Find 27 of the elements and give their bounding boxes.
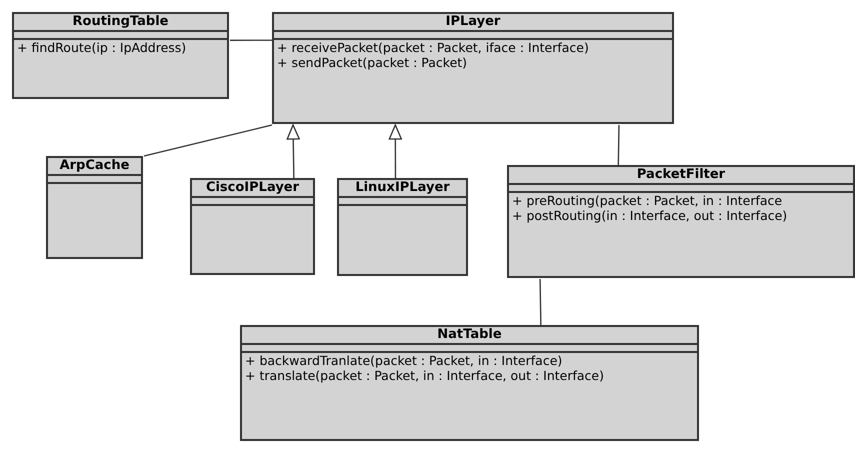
class-name: IPLayer bbox=[446, 14, 500, 30]
class-name: LinuxIPLayer bbox=[355, 180, 450, 196]
association-line bbox=[230, 40, 272, 41]
class-box bbox=[272, 12, 674, 124]
method-text: + postRouting(in : Interface, out : Interface) bbox=[512, 208, 788, 223]
class-box bbox=[12, 12, 229, 99]
class-box bbox=[240, 325, 699, 441]
class-name: ArpCache bbox=[60, 158, 130, 174]
class-box bbox=[46, 156, 143, 259]
association-line bbox=[539, 278, 542, 326]
association-line bbox=[144, 124, 272, 157]
method-text: + preRouting(packet : Packet, in : Interface bbox=[512, 193, 782, 208]
class-name: RoutingTable bbox=[72, 14, 168, 30]
class-box bbox=[190, 178, 315, 275]
method-text: + sendPacket(packet : Packet) bbox=[277, 55, 468, 70]
class-box bbox=[507, 165, 855, 278]
association-line bbox=[618, 124, 620, 166]
method-text: + findRoute(ip : IpAddress) bbox=[17, 40, 186, 55]
class-name: PacketFilter bbox=[636, 167, 726, 183]
method-text: + backwardTranlate(packet : Packet, in : Interface) bbox=[245, 353, 562, 368]
inheritance-arrow bbox=[388, 124, 402, 178]
class-name: NatTable bbox=[437, 327, 502, 343]
class-box bbox=[337, 178, 468, 276]
method-text: + translate(packet : Packet, in : Interface, out : Interface) bbox=[245, 368, 604, 383]
class-name: CiscoIPLayer bbox=[206, 180, 300, 196]
method-text: + receivePacket(packet : Packet, iface : Interface) bbox=[277, 40, 589, 55]
inheritance-arrow bbox=[286, 124, 300, 178]
